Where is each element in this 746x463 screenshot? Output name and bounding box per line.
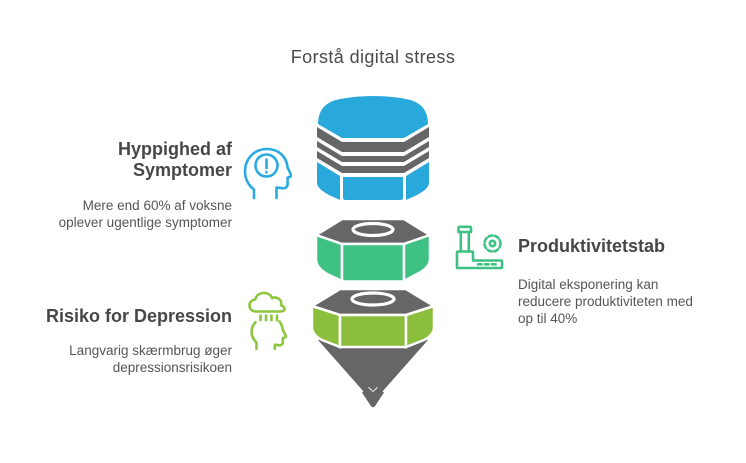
body-line: Langvarig skærmbrug øger [69, 343, 232, 358]
factory-building [455, 250, 504, 270]
body-line: depressionsrisikoen [112, 360, 232, 375]
drum-band-3 [317, 151, 429, 173]
funnel-cone [318, 340, 428, 392]
heading-line: Produktivitetstab [518, 236, 666, 256]
block-productivity-heading: Produktivitetstab [518, 236, 728, 257]
block-depression-body: Langvarig skærmbrug øger depressionsrisi… [30, 342, 232, 376]
funnel-layer-bottom [309, 287, 437, 408]
heading-line: Hyppighed af [117, 139, 232, 159]
nut-facet-right [402, 233, 432, 284]
page-title: Forstå digital stress [290, 47, 456, 67]
alert-circle [254, 153, 279, 178]
factory-gear-icon-strokes [455, 225, 504, 270]
chimney-cap [457, 225, 473, 234]
drum-facet-right [406, 162, 429, 200]
chimney-body [459, 230, 471, 253]
gear-teeth [483, 234, 502, 253]
body-line: op til 40% [518, 311, 578, 326]
factory-gear-icon [455, 225, 504, 270]
nut-hole-ring [351, 221, 395, 238]
nut2-facet-left [310, 304, 342, 349]
heading-line: Symptomer [132, 160, 232, 180]
block-symptoms-body: Mere end 60% af voksne oplever ugentlige… [10, 197, 232, 231]
nut2-hole-ring [350, 291, 396, 307]
body-line: Mere end 60% af voksne [82, 198, 232, 213]
head-right-outline [273, 320, 288, 350]
gear-hub [488, 239, 497, 248]
head-outline [243, 147, 292, 200]
drum-facet-center [343, 177, 403, 200]
nut-facet-center [340, 242, 406, 283]
nut2-facet-right [404, 304, 436, 349]
nut2-facet-center [338, 313, 408, 349]
rain-lines [259, 314, 279, 322]
cloud-outline [248, 291, 286, 313]
body-line: oplever ugentlige symptomer [58, 215, 232, 230]
head-left-outline [250, 321, 258, 350]
head-exclamation-icon-strokes [243, 147, 292, 200]
block-depression-heading: Risiko for Depression [30, 306, 232, 327]
drum-top-dome [318, 96, 428, 138]
funnel-diagram [309, 96, 437, 408]
funnel-tip-arrow [362, 387, 384, 408]
block-productivity-body: Digital eksponering kan reducere produkt… [518, 276, 718, 327]
body-line: reducere produktiviteten med [518, 294, 693, 309]
nut-facet-left [314, 233, 344, 283]
funnel-layer-middle [313, 217, 433, 284]
head-exclamation-icon [243, 147, 292, 200]
drum-facet-left [317, 162, 340, 200]
body-line: Digital eksponering kan [518, 277, 659, 292]
drum-band-2 [317, 141, 429, 162]
rain-cloud-head-icon-strokes [248, 291, 288, 350]
block-symptoms-heading: Hyppighed af Symptomer [30, 139, 232, 181]
funnel-layer-top [317, 96, 429, 200]
rain-cloud-head-icon [248, 291, 288, 350]
drum-band-1 [317, 127, 429, 152]
heading-line: Risiko for Depression [45, 306, 232, 326]
